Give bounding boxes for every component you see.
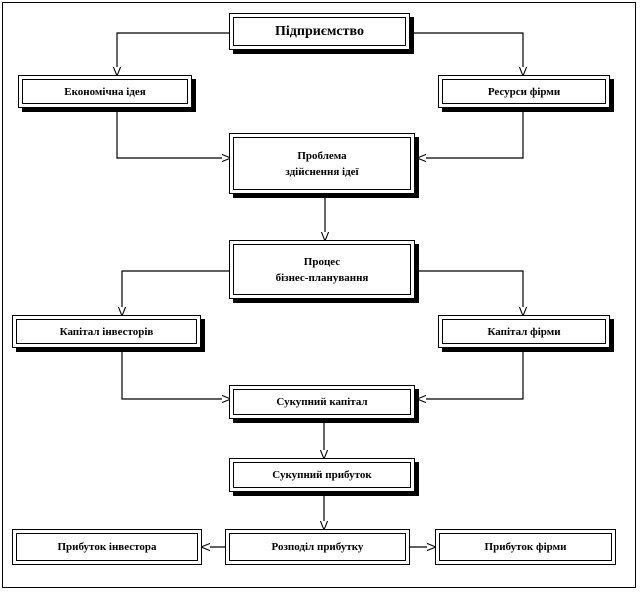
- node-total-capital: Сукупний капітал: [229, 385, 415, 419]
- arrow-planning-to-firm-capital: [418, 270, 523, 315]
- node-firm-profit: Прибуток фірми: [435, 529, 616, 565]
- node-enterprise: Підприємство: [229, 13, 410, 50]
- arrow-enterprise-to-idea: [117, 32, 230, 75]
- arrow-firm-capital-to-total: [418, 350, 524, 399]
- node-total-profit: Сукупний прибуток: [229, 458, 415, 492]
- node-investor-capital: Капітал інвесторів: [12, 315, 201, 348]
- node-profit-distribution: Розподіл прибутку: [225, 529, 410, 565]
- arrow-resources-to-problem: [418, 111, 524, 158]
- node-investor-profit: Прибуток інвестора: [12, 529, 202, 565]
- node-economic-idea: Економічна ідея: [18, 75, 192, 108]
- arrow-investor-capital-to-total: [121, 350, 230, 399]
- node-idea-problem: Проблема здійснення ідеї: [229, 133, 415, 194]
- node-firm-capital: Капітал фірми: [438, 315, 610, 348]
- arrow-enterprise-to-resources: [410, 32, 523, 75]
- arrow-planning-to-investor-capital: [122, 270, 230, 315]
- arrow-idea-to-problem: [116, 111, 230, 158]
- node-firm-resources: Ресурси фірми: [438, 75, 610, 108]
- node-planning-process: Процес бізнес-планування: [229, 240, 415, 299]
